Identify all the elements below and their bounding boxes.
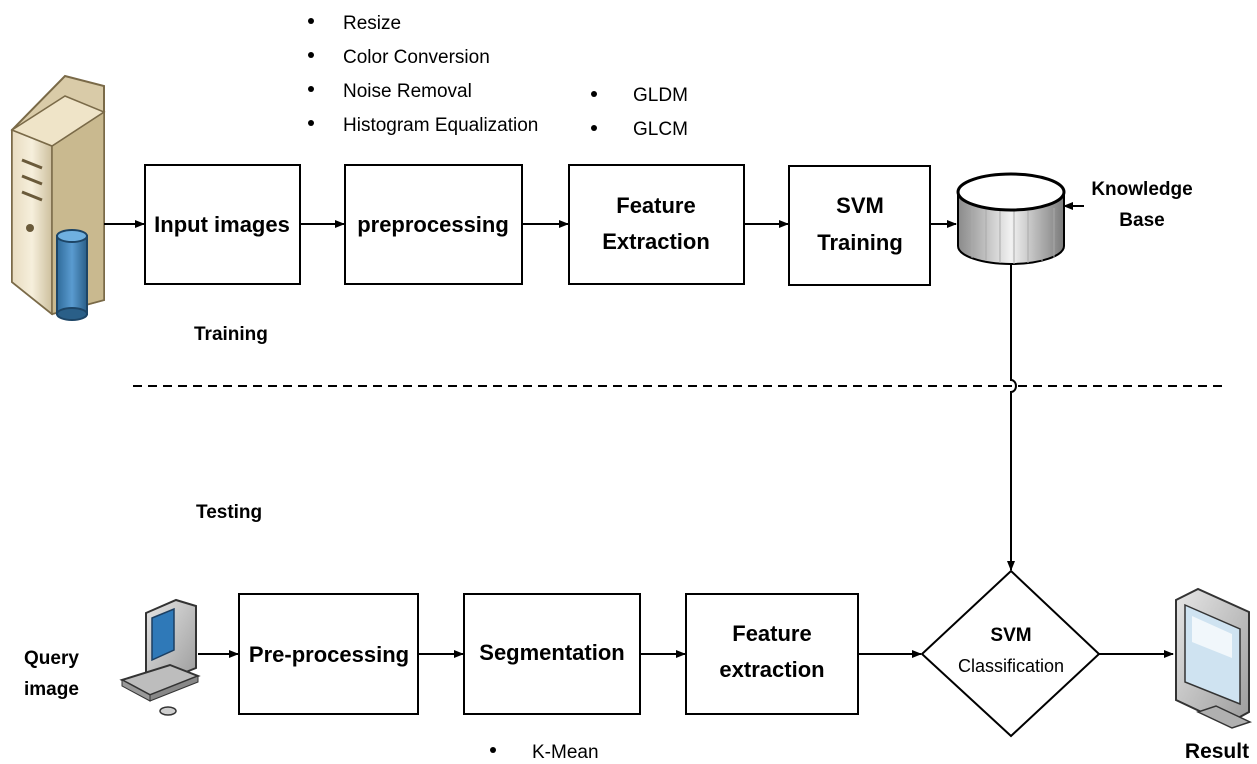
bullet-marker [591, 91, 597, 97]
testing-section-label: Testing [196, 502, 262, 523]
feature-extraction-label-line2: Extraction [602, 229, 710, 254]
svm-classification-diamond [920, 569, 1101, 738]
feature-extraction-test-label-line1: Feature [732, 621, 811, 646]
preprocess-bullet-noise: Noise Removal [343, 81, 472, 102]
database-icon [956, 172, 1066, 265]
desktop-computer-icon [119, 598, 201, 716]
bullet-marker [591, 125, 597, 131]
arrow-db-to-classifier [1007, 265, 1017, 571]
preprocessing-box [344, 164, 523, 285]
knowledge-base-label-line2: Base [1119, 210, 1164, 231]
pre-processing-box [238, 593, 419, 715]
result-label: Result [1185, 740, 1249, 763]
pre-processing-label: Pre-processing [249, 642, 409, 667]
bullet-marker [308, 18, 314, 24]
query-image-label-line2: image [24, 679, 79, 700]
feature-extraction-test-box [685, 593, 859, 715]
preprocess-bullet-resize: Resize [343, 13, 401, 34]
feature-bullet-glcm: GLCM [633, 119, 688, 140]
feature-extraction-label-line1: Feature [616, 193, 695, 218]
preprocess-bullet-histogram: Histogram Equalization [343, 115, 538, 136]
feature-extraction-test-label-line2: extraction [719, 657, 824, 682]
query-image-label-line1: Query [24, 648, 79, 669]
svm-classification-label-line1: SVM [990, 625, 1031, 646]
svm-training-box [788, 165, 931, 286]
svm-training-label-line2: Training [817, 230, 903, 255]
input-images-label: Input images [154, 212, 290, 237]
training-section-label: Training [194, 324, 268, 345]
bullet-marker [490, 747, 496, 753]
input-images-box [144, 164, 301, 285]
server-icon [10, 74, 106, 321]
bullet-marker [308, 52, 314, 58]
segmentation-box [463, 593, 641, 715]
feature-bullet-gldm: GLDM [633, 85, 688, 106]
monitor-icon [1175, 587, 1253, 729]
segmentation-bullet-kmean: K-Mean [532, 742, 599, 763]
bullet-marker [308, 120, 314, 126]
segmentation-label: Segmentation [479, 640, 624, 665]
preprocess-bullet-color: Color Conversion [343, 47, 490, 68]
svm-classification-label-line2: Classification [958, 656, 1064, 676]
svm-training-label-line1: SVM [836, 193, 884, 218]
bullet-marker [308, 86, 314, 92]
feature-extraction-box [568, 164, 745, 285]
preprocessing-label: preprocessing [357, 212, 509, 237]
knowledge-base-label-line1: Knowledge [1091, 179, 1192, 200]
